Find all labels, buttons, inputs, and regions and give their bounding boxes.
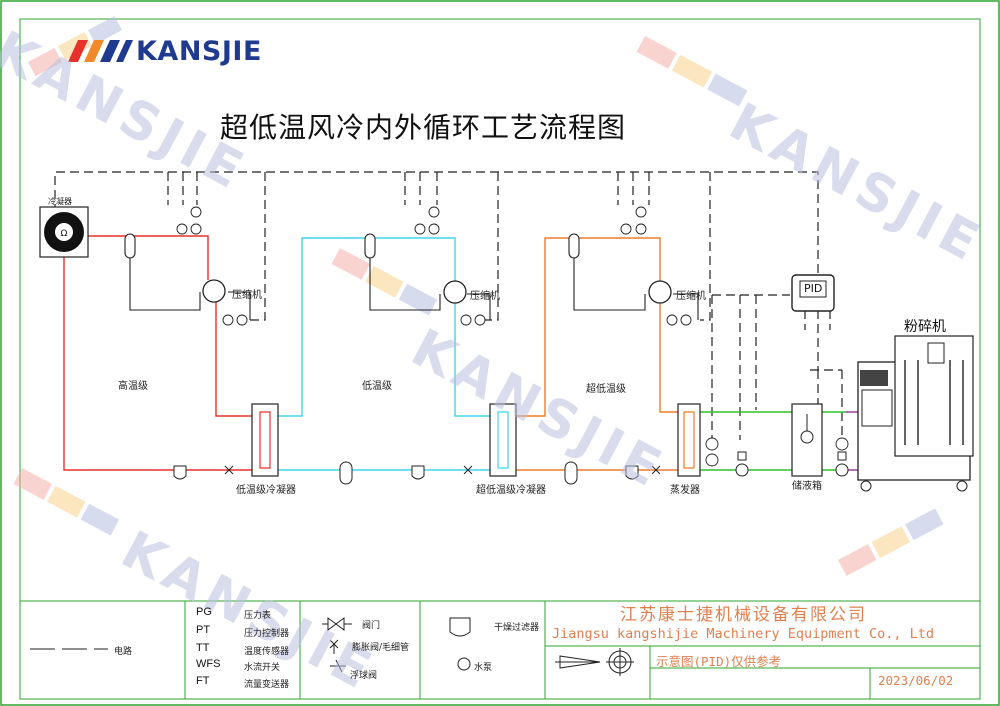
legend-code: TT bbox=[196, 642, 210, 654]
condenser-icon: Ω bbox=[39, 206, 89, 258]
expansion-valve-icons bbox=[224, 465, 661, 475]
legend-grid bbox=[20, 600, 980, 699]
hx2-label: 超低温级冷凝器 bbox=[476, 485, 546, 496]
hx1-label: 低温级冷凝器 bbox=[236, 485, 296, 496]
heat-exchanger-icons bbox=[251, 403, 701, 477]
evaporator-label: 蒸发器 bbox=[670, 485, 700, 496]
grinder-machine-icon bbox=[857, 335, 974, 492]
legend-circuit: 电路 bbox=[114, 647, 133, 657]
legend-name: 压力控制器 bbox=[244, 629, 290, 639]
water-pipe bbox=[700, 411, 860, 471]
compressor-icons bbox=[202, 279, 672, 304]
compressor-label: 压缩机 bbox=[232, 290, 262, 301]
compressor-label: 压缩机 bbox=[470, 291, 500, 302]
refrigerant-lines bbox=[129, 240, 699, 320]
legend-code: PG bbox=[196, 606, 212, 618]
legend-expansion: 膨胀阀/毛细管 bbox=[352, 643, 410, 653]
note-text: 示意图(PID)仅供参考 bbox=[656, 654, 782, 669]
svg-text:Ω: Ω bbox=[61, 229, 68, 239]
brand-logo-icon bbox=[68, 40, 133, 62]
company-name-en: Jiangsu kangshijie Machinery Equipment C… bbox=[552, 626, 935, 642]
compressor-label: 压缩机 bbox=[676, 291, 706, 302]
legend-name: 压力表 bbox=[244, 611, 272, 621]
page-title: 超低温风冷内外循环工艺流程图 bbox=[220, 111, 627, 144]
legend-filter: 干燥过滤器 bbox=[494, 623, 540, 633]
legend-pump: 水泵 bbox=[474, 663, 493, 673]
pid-label: PID bbox=[804, 282, 823, 295]
grinder-label: 粉碎机 bbox=[904, 319, 946, 335]
filter-icons bbox=[173, 461, 639, 485]
company-name-cn: 江苏康士捷机械设备有限公司 bbox=[620, 605, 867, 625]
stage-low-label: 低温级 bbox=[362, 381, 392, 392]
stage-ultra-label: 超低温级 bbox=[586, 384, 626, 395]
watermark-stripes bbox=[13, 15, 944, 576]
date-text: 2023/06/02 bbox=[878, 673, 954, 688]
control-lines bbox=[54, 171, 843, 440]
legend-name: 温度传感器 bbox=[244, 647, 290, 657]
gauge-icons bbox=[176, 206, 849, 467]
inner-border bbox=[19, 18, 981, 700]
legend-code: FT bbox=[196, 675, 210, 687]
pid-controller-icon bbox=[791, 274, 835, 312]
legend-valve: 阀门 bbox=[362, 621, 381, 631]
receiver-tanks bbox=[124, 233, 580, 259]
tank-label: 储液箱 bbox=[792, 481, 822, 492]
legend-code: PT bbox=[196, 624, 211, 636]
legend-float: 浮球阀 bbox=[350, 671, 378, 681]
legend-symbols bbox=[30, 617, 634, 676]
storage-tank-icon bbox=[791, 403, 823, 477]
stage-high-label: 高温级 bbox=[118, 381, 148, 392]
condenser-label: 冷凝器 bbox=[48, 197, 72, 206]
brand-name: KANSJIE bbox=[136, 36, 262, 67]
ultra-stage-pipe bbox=[516, 237, 678, 471]
pump-icons bbox=[735, 451, 849, 477]
legend-name: 水流开关 bbox=[244, 663, 281, 673]
low-stage-pipe bbox=[278, 237, 490, 471]
legend-code: WFS bbox=[196, 658, 221, 670]
legend-name: 流量变送器 bbox=[244, 680, 290, 690]
high-stage-pipe bbox=[63, 235, 252, 471]
